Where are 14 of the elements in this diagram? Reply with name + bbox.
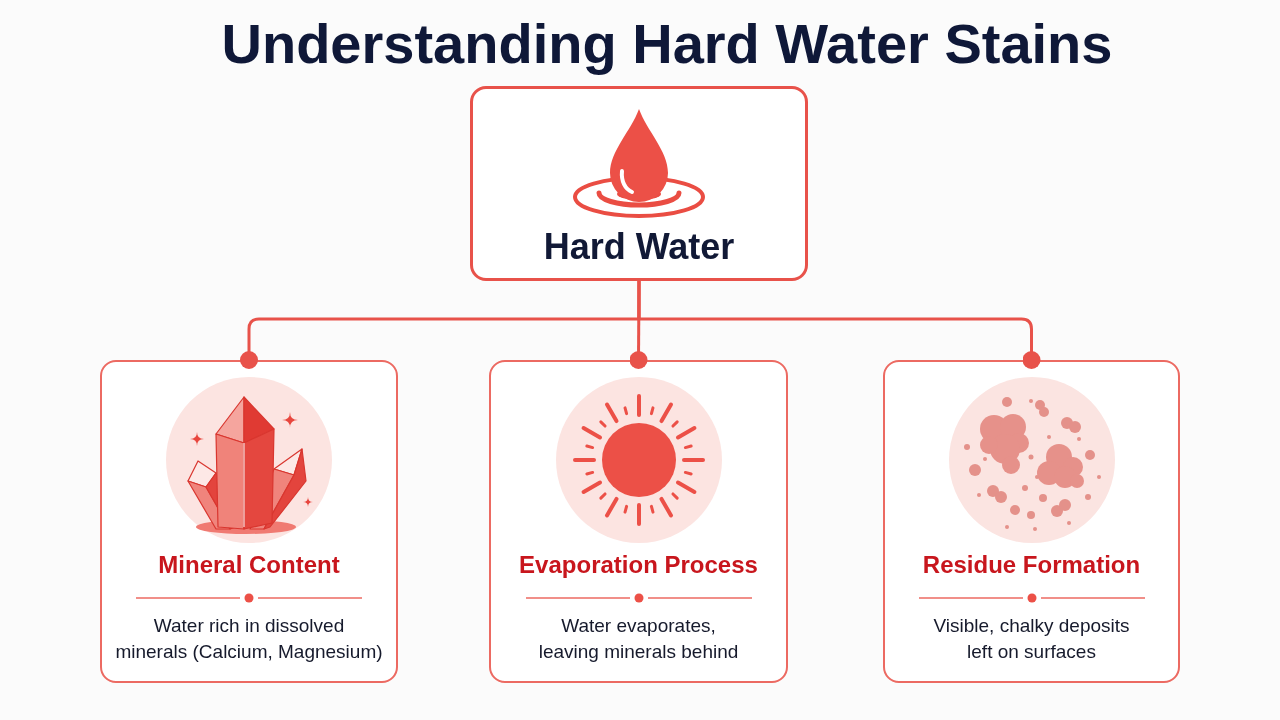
concept-card: [100, 360, 398, 683]
card-title: Residue Formation: [922, 550, 1141, 580]
concept-card: [489, 360, 788, 683]
card-title: Evaporation Process: [519, 550, 758, 580]
card-description: Visible, chalky deposits left on surfaces: [932, 614, 1131, 664]
card-title: Mineral Content: [158, 550, 340, 580]
connector-line: [637, 281, 1041, 369]
card-description: Water rich in dissolved minerals (Calcium, Magnesium): [114, 614, 384, 664]
connector-line: [629, 281, 648, 369]
diagram-title: Understanding Hard Water Stains: [220, 12, 1114, 76]
card-description: Water evaporates, leaving minerals behind: [537, 614, 740, 664]
concept-card: [883, 360, 1180, 683]
topic-box: [470, 86, 808, 281]
topic-title: Hard Water: [543, 227, 735, 267]
